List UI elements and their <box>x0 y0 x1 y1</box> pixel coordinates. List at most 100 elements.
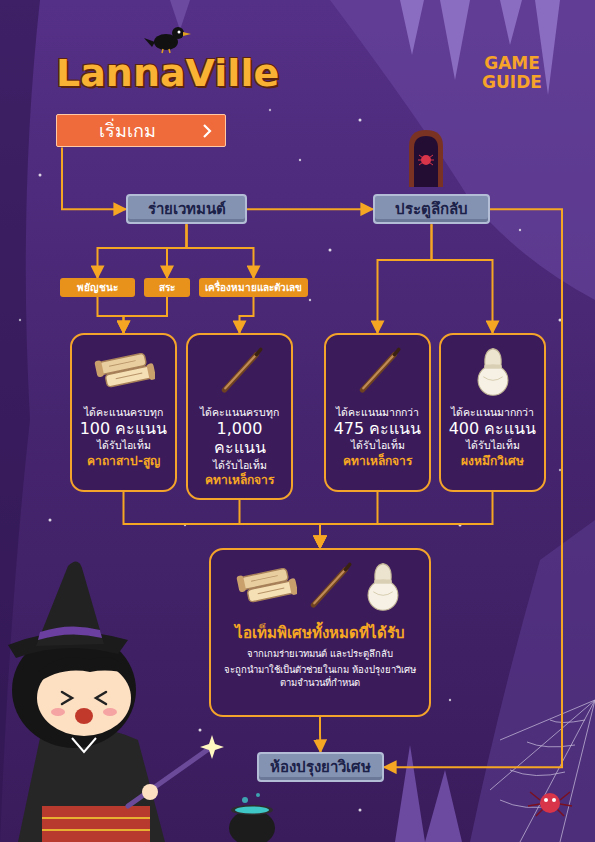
node-text: ร่ายเวทมนต์ <box>148 199 226 219</box>
flow-arrow <box>124 297 168 333</box>
witch-girl-part <box>18 727 165 842</box>
node-text: 400 คะแนน <box>449 419 537 438</box>
game-box: ประตูลึกลับ <box>373 194 490 224</box>
spider-part <box>552 798 556 802</box>
node-text: ได้คะแนนครบทุก <box>200 405 279 419</box>
reward-card: ได้คะแนนครบทุก1,000 คะแนนได้รับไอเท็มคทา… <box>186 333 293 500</box>
wand-icon-shape <box>224 349 260 390</box>
reward-card: ได้คะแนนครบทุก100 คะแนนได้รับไอเท็มคาถาส… <box>70 333 177 492</box>
cauldron <box>229 793 275 842</box>
mystery-door <box>409 130 443 187</box>
node-text: ได้คะแนนมากกว่า <box>336 405 419 419</box>
reward-card: ได้คะแนนมากกว่า475 คะแนนได้รับไอเท็มคทาเ… <box>324 333 431 492</box>
witch-girl-part <box>103 708 117 716</box>
cave-rocks-part <box>400 0 560 95</box>
node-text: ห้องปรุงยาวิเศษ <box>270 757 371 777</box>
wand-icon <box>214 345 266 397</box>
node-text: สระ <box>159 281 175 295</box>
game-box: ร่ายเวทมนต์ <box>126 194 247 224</box>
cave-rocks-part <box>330 0 595 300</box>
node-text: ได้รับไอเท็ม <box>466 438 520 452</box>
mystery-door-part <box>414 136 438 187</box>
sparkles-part <box>519 229 521 231</box>
guide-label: GAME GUIDE <box>474 54 550 91</box>
sparkles-part <box>199 729 202 732</box>
node-text: ไอเท็มพิเศษทั้งหมดที่ได้รับ <box>235 624 405 644</box>
chevron-icon <box>201 123 213 139</box>
cauldron-part <box>235 807 269 814</box>
ball-icon <box>471 345 515 398</box>
spider-part <box>540 793 560 813</box>
wand-icon-shape <box>362 349 398 390</box>
sparkles-part <box>269 109 271 111</box>
node-text: ได้รับไอเท็ม <box>97 438 151 452</box>
game-box: ห้องปรุงยาวิเศษ <box>257 752 384 782</box>
spider <box>528 792 572 816</box>
witch-girl-part <box>35 657 132 685</box>
flow-arrow <box>240 297 254 333</box>
flow-arrow <box>187 224 254 278</box>
sparkles-part <box>449 699 451 701</box>
crow <box>144 27 191 53</box>
wand-icon <box>352 345 404 397</box>
crow-part <box>172 27 184 39</box>
flow-arrow <box>320 492 378 548</box>
cauldron-part <box>231 805 273 815</box>
node-text: ประตูลึกลับ <box>395 199 468 219</box>
witch-girl-part <box>38 626 102 640</box>
witch-girl-part <box>62 692 106 704</box>
sparkles-part <box>19 319 21 321</box>
game-logo-title: LannaVille <box>56 53 279 95</box>
witch-girl-part <box>200 735 224 759</box>
flow-arrow <box>62 147 126 209</box>
sparkles-part <box>49 519 52 522</box>
witch-girl-part <box>72 738 96 752</box>
spider-web <box>490 700 595 842</box>
chevron-shape <box>204 125 210 137</box>
sparkles-part <box>329 249 332 252</box>
node-text: เครื่องหมายและตัวเลข <box>205 281 302 295</box>
node-text: 100 คะแนน <box>80 419 168 438</box>
sparkles <box>19 109 562 812</box>
spider-part <box>528 792 572 816</box>
sparkles-part <box>299 159 301 161</box>
flow-arrow <box>167 224 187 278</box>
witch-girl-part <box>51 708 65 716</box>
item-icons <box>235 558 405 614</box>
cave-rocks-part <box>470 520 595 842</box>
crow-part <box>183 32 191 36</box>
flow-arrow <box>378 224 432 333</box>
flow-arrow <box>240 500 321 548</box>
sparkles-part <box>309 299 311 301</box>
crow-part <box>178 31 181 34</box>
sparkles-part <box>359 119 362 122</box>
scroll-icon <box>235 564 297 608</box>
start-button: เริ่มเกม <box>56 114 226 147</box>
node-text: จะถูกนำมาใช้เป็นตัวช่วยในเกม ห้องปรุงยาว… <box>215 663 425 690</box>
item-icons <box>352 343 404 399</box>
reward-card: ได้คะแนนมากกว่า400 คะแนนได้รับไอเท็มผงหม… <box>439 333 546 492</box>
node-text: ได้รับไอเท็ม <box>213 458 267 472</box>
node-text: พยัญชนะ <box>77 281 118 295</box>
flow-arrow <box>247 208 373 210</box>
cauldron-part <box>242 797 248 803</box>
node-text: ได้คะแนนมากกว่า <box>451 405 534 419</box>
witch-girl-part <box>128 748 210 806</box>
scroll-icon-shape <box>94 350 155 391</box>
ball-icon-shape <box>368 563 398 610</box>
mystery-door-part <box>418 155 434 165</box>
flow-arrow <box>124 492 321 548</box>
crow-part <box>144 38 155 47</box>
sparkles-part <box>39 174 42 177</box>
item-icons <box>93 343 155 399</box>
ball-icon <box>361 560 405 613</box>
witch-girl-part <box>42 818 150 830</box>
node-text: ได้คะแนนครบทุก <box>84 405 163 419</box>
category-tag: เครื่องหมายและตัวเลข <box>199 278 308 297</box>
spider-part <box>544 798 548 802</box>
spider-web-part <box>500 720 585 808</box>
item-icons <box>471 343 515 399</box>
node-text: 475 คะแนน <box>334 419 422 438</box>
